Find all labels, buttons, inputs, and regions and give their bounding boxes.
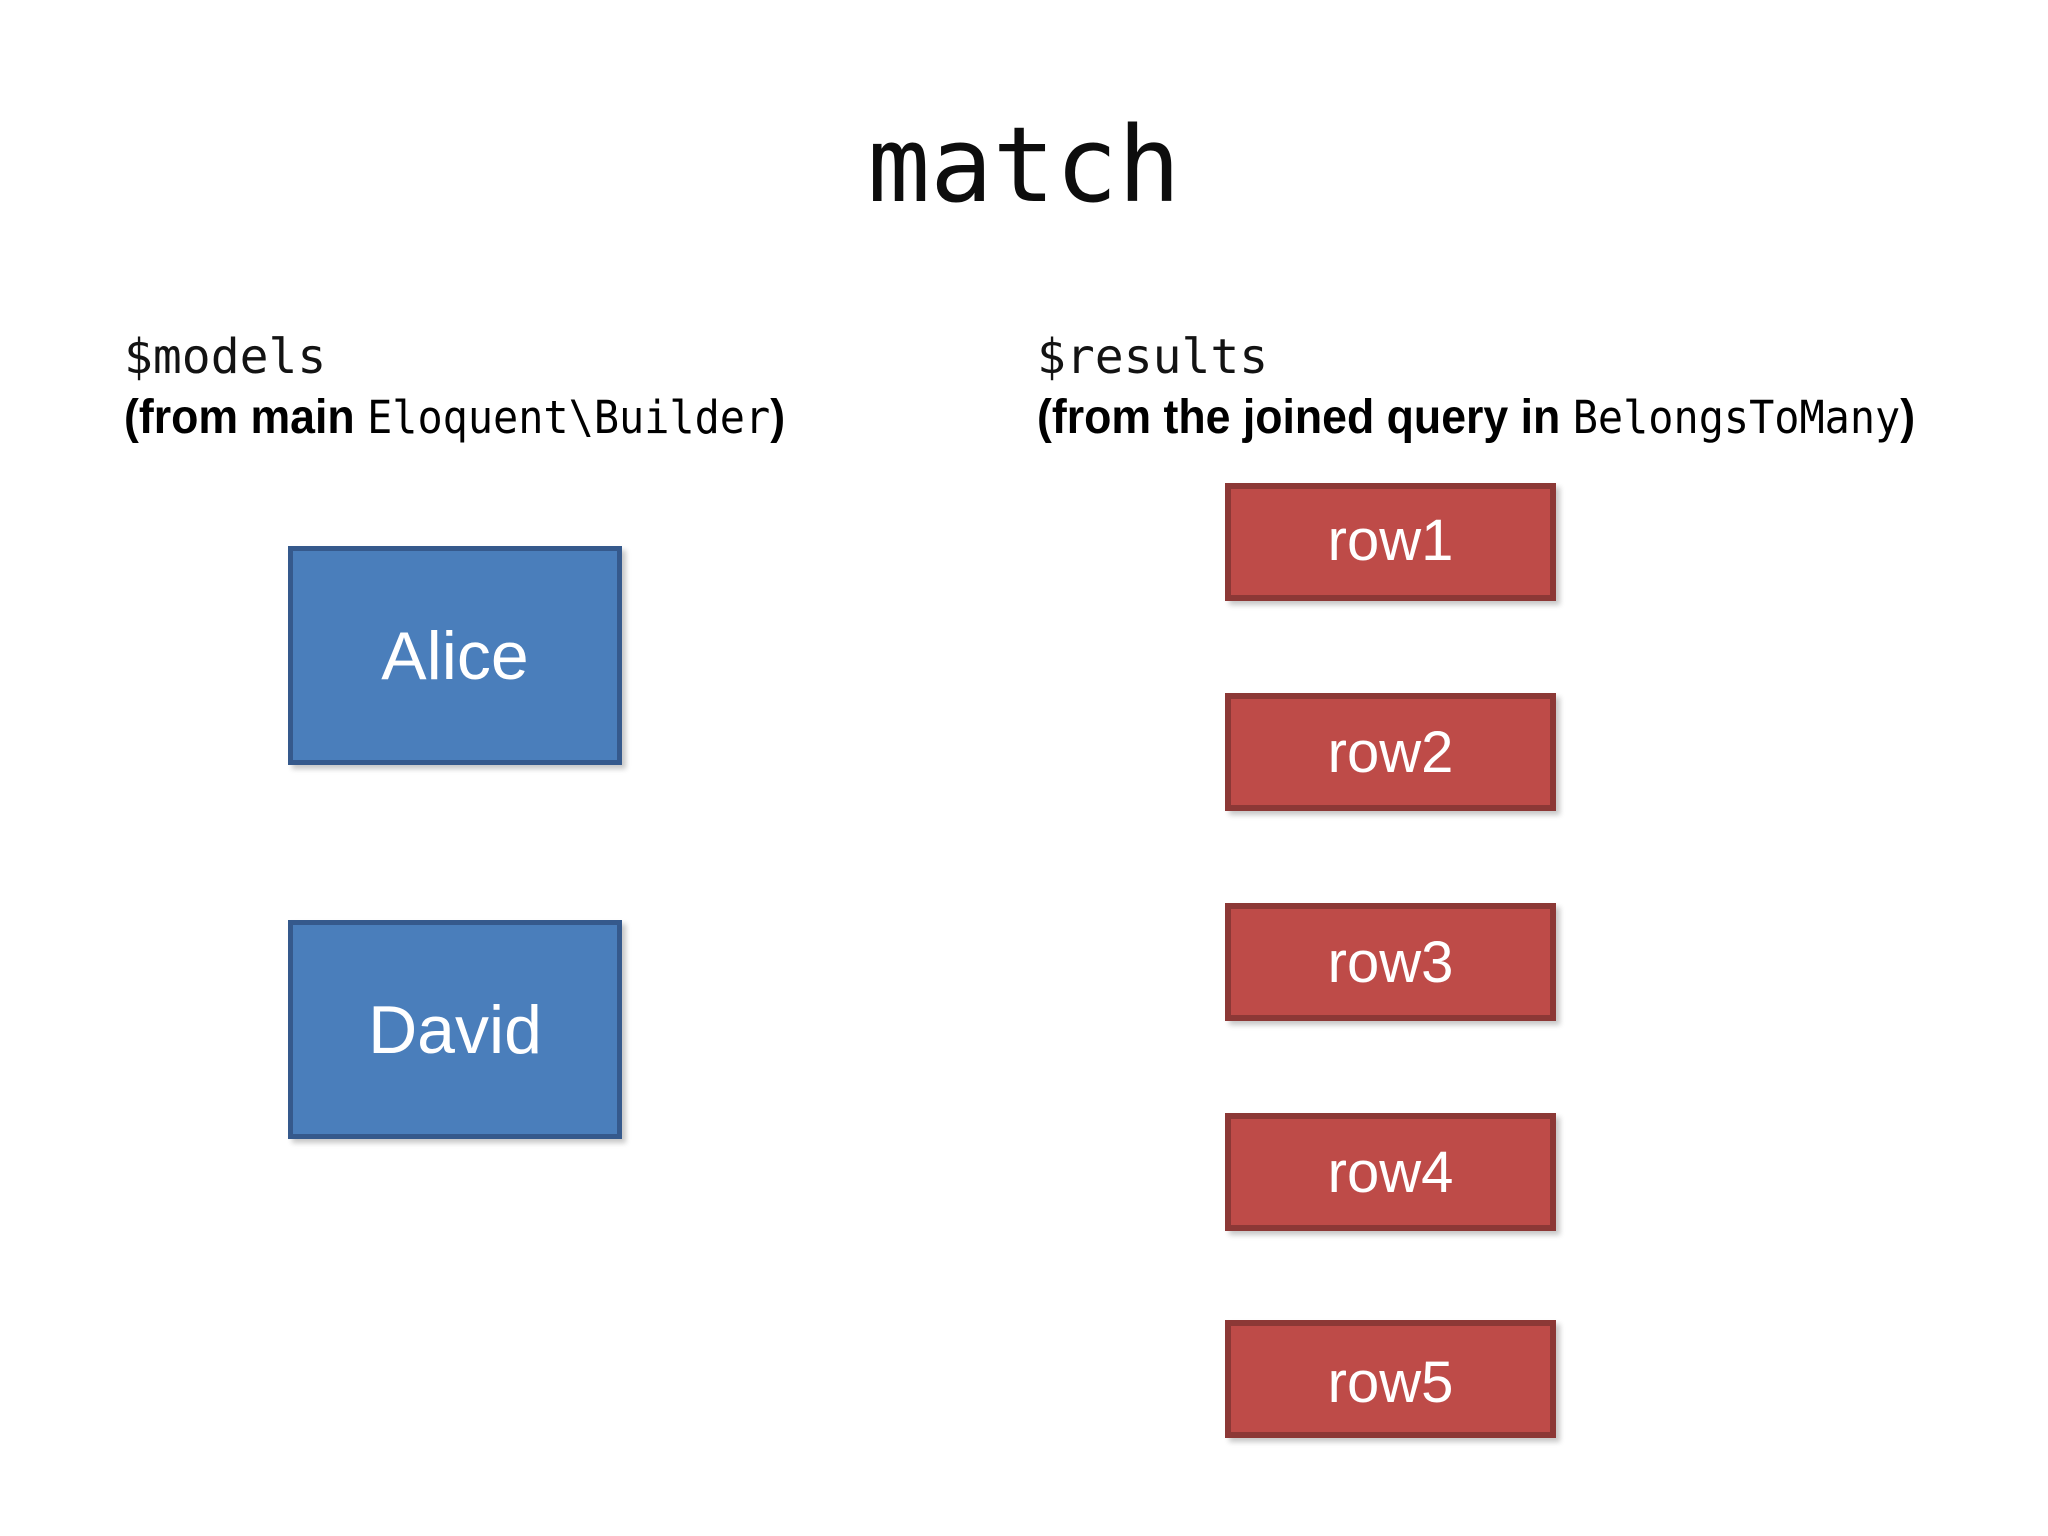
result-box-row3[interactable]: row3 bbox=[1225, 903, 1556, 1021]
result-box-row5[interactable]: row5 bbox=[1225, 1320, 1556, 1438]
models-source-class: Eloquent\Builder bbox=[367, 391, 771, 444]
models-source-prefix: (from main bbox=[124, 391, 368, 444]
results-source-line: (from the joined query in BelongsToMany) bbox=[1037, 387, 1915, 449]
models-source-line: (from main Eloquent\Builder) bbox=[124, 387, 785, 449]
result-box-row1[interactable]: row1 bbox=[1225, 483, 1556, 601]
model-box-david[interactable]: David bbox=[288, 920, 622, 1139]
results-source-suffix: ) bbox=[1900, 391, 1916, 444]
models-variable-name: $models bbox=[124, 329, 327, 385]
results-caption: $results (from the joined query in Belon… bbox=[1037, 327, 1981, 449]
model-box-alice[interactable]: Alice bbox=[288, 546, 622, 765]
result-box-row2[interactable]: row2 bbox=[1225, 693, 1556, 811]
models-source-suffix: ) bbox=[770, 391, 786, 444]
results-source-class: BelongsToMany bbox=[1572, 391, 1901, 444]
result-box-row4[interactable]: row4 bbox=[1225, 1113, 1556, 1231]
page-title: match bbox=[867, 104, 1181, 226]
results-source-prefix: (from the joined query in bbox=[1037, 391, 1573, 444]
results-variable-name: $results bbox=[1037, 329, 1269, 385]
models-caption: $models (from main Eloquent\Builder) bbox=[124, 327, 835, 449]
